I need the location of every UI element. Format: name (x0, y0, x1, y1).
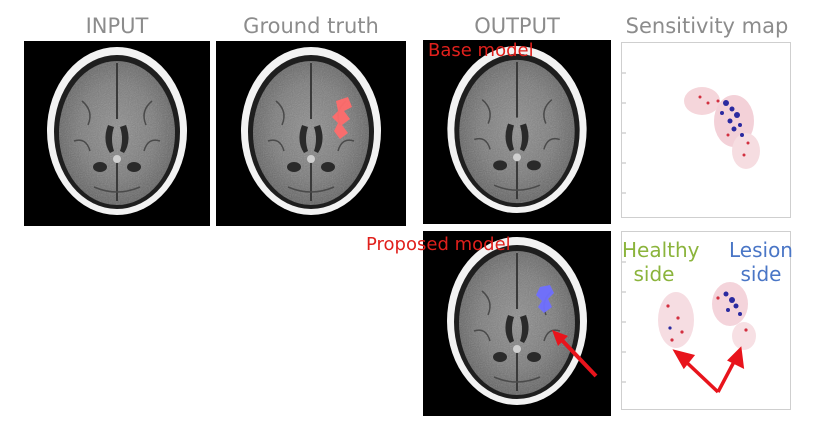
sensitivity-arrows-icon (672, 346, 745, 394)
input-ct-scan (24, 41, 210, 226)
column-title-sensitivity-map: Sensitivity map (625, 14, 789, 38)
output-base-model-ct-scan (423, 40, 611, 224)
lesion-side-label: Lesion side (729, 238, 793, 286)
output-proposed-model-ct-scan (423, 231, 611, 416)
healthy-side-label: Healthy side (622, 238, 700, 286)
ground-truth-lesion (332, 97, 352, 139)
base-model-label: Base model (428, 40, 534, 61)
sensitivity-map-base-model (621, 42, 791, 218)
proposed-model-label: Proposed model (366, 234, 511, 255)
sensitivity-map-proposed-model (621, 231, 791, 410)
column-title-output: OUTPUT (474, 14, 560, 38)
column-title-input: INPUT (85, 14, 149, 38)
sensitivity-map-ticks (622, 72, 626, 194)
lesion-arrow-icon (552, 330, 598, 378)
predicted-lesion (536, 285, 554, 313)
column-title-ground-truth: Ground truth (243, 14, 379, 38)
ground-truth-ct-scan (216, 41, 406, 226)
